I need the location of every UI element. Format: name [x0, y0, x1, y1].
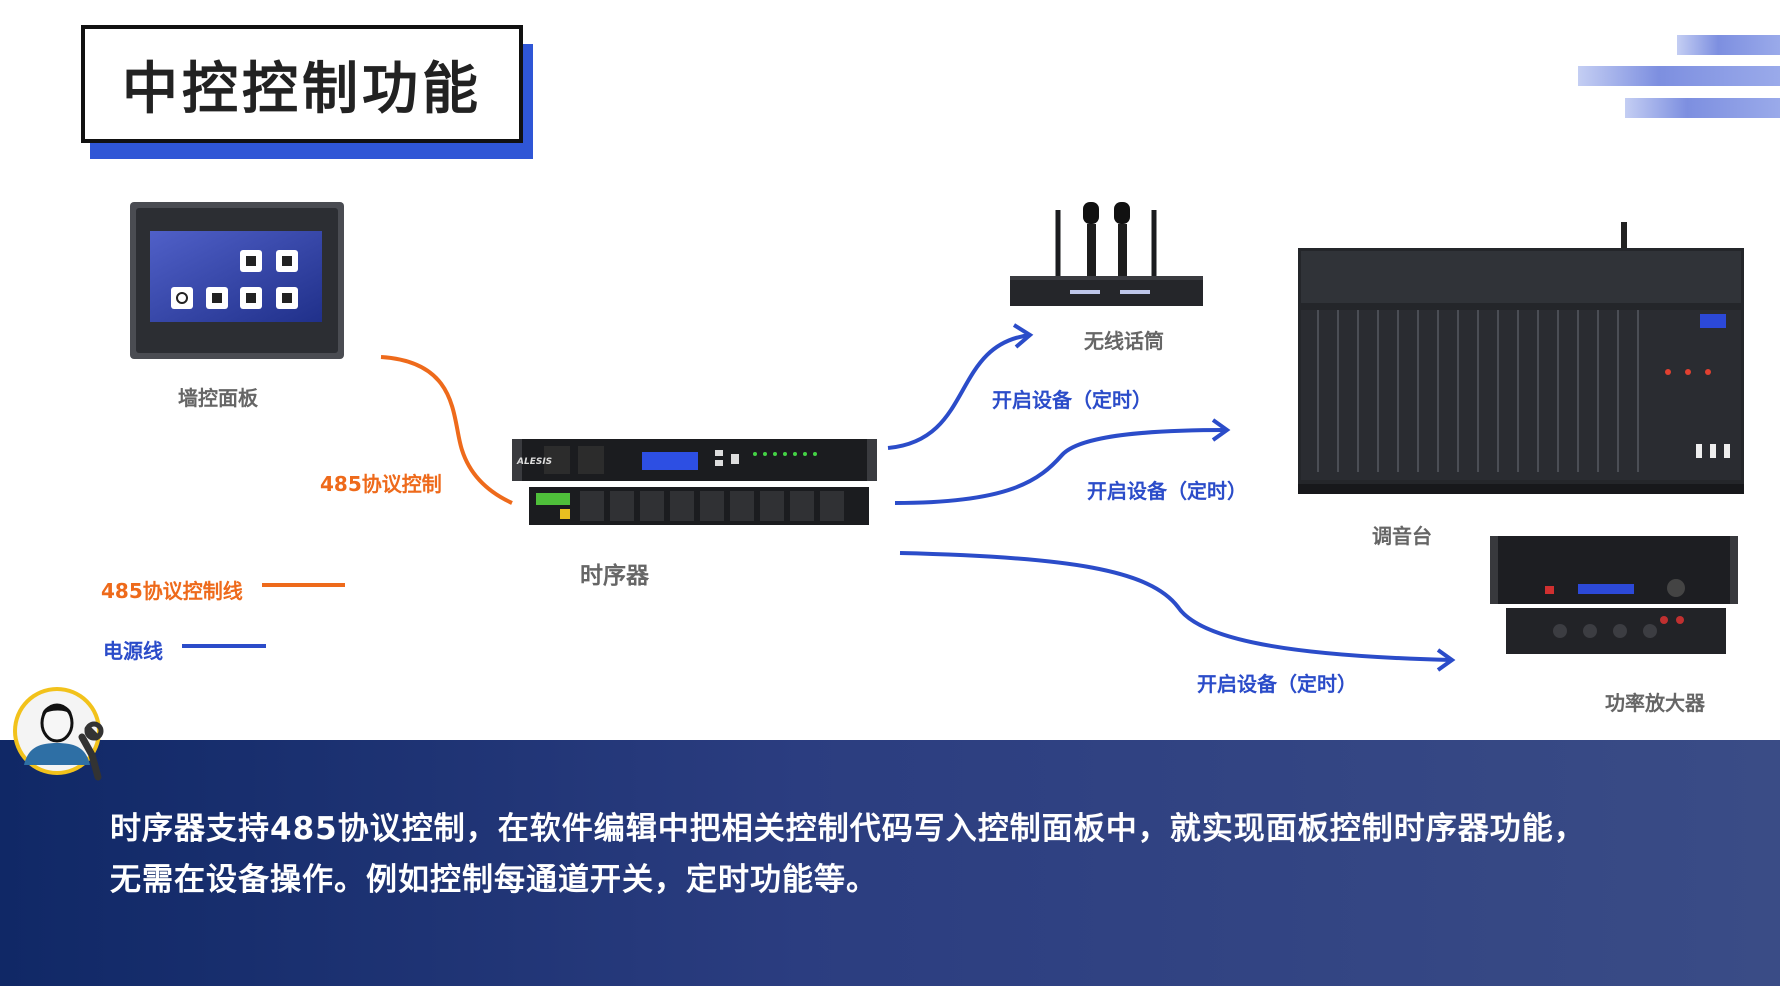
wall-panel-image [130, 202, 344, 359]
open-device-label-mic: 开启设备（定时） [992, 388, 1152, 412]
engineer-avatar-icon [13, 687, 104, 781]
protocol-control-line [380, 355, 513, 505]
power-line-mixer [894, 428, 1228, 505]
legend-power-line-label: 电源线 [103, 639, 163, 663]
title-box: 中控控制功能 [81, 25, 523, 143]
description-line-2: 无需在设备操作。例如控制每通道开关，定时功能等。 [110, 862, 878, 898]
amplifier-label: 功率放大器 [1605, 691, 1705, 715]
legend-control-line-label: 485协议控制线 [101, 579, 243, 603]
page-title: 中控控制功能 [122, 56, 482, 122]
description-line-1: 时序器支持485协议控制，在软件编辑中把相关控制代码写入控制面板中，就实现面板控… [110, 811, 1586, 847]
sequencer-label: 时序器 [580, 563, 649, 589]
wireless-mic-image [1010, 202, 1203, 306]
power-line-amp [899, 551, 1453, 662]
arrow-mixer [1211, 418, 1231, 442]
decor-stripe-1 [1677, 35, 1780, 55]
mixer-image [1298, 222, 1744, 494]
open-device-label-mixer: 开启设备（定时） [1087, 479, 1247, 503]
power-line-mic [887, 333, 1031, 450]
decor-stripe-2 [1578, 66, 1780, 86]
protocol-control-label: 485协议控制 [320, 472, 442, 496]
open-device-label-amp: 开启设备（定时） [1197, 672, 1357, 696]
mixer-label: 调音台 [1372, 524, 1432, 548]
wall-panel-label: 墙控面板 [178, 386, 258, 410]
decor-stripe-3 [1625, 98, 1780, 118]
description-banner: 时序器支持485协议控制，在软件编辑中把相关控制代码写入控制面板中，就实现面板控… [0, 740, 1780, 986]
arrow-mic [1012, 323, 1034, 349]
sequencer-image [512, 439, 877, 525]
arrow-amp [1436, 648, 1456, 672]
amplifier-image [1490, 536, 1738, 654]
wireless-mic-label: 无线话筒 [1084, 329, 1164, 353]
sequencer-brand: ALESIS [517, 457, 553, 467]
